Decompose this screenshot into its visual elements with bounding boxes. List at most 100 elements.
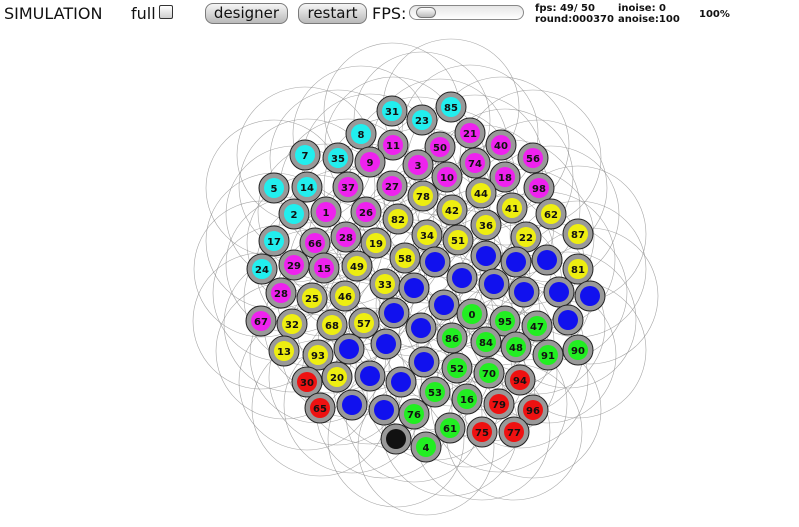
robot-node[interactable]: 17 — [258, 225, 290, 257]
robot-node[interactable]: 2 — [278, 198, 310, 230]
robot-node[interactable]: 77 — [498, 416, 530, 448]
robot-node[interactable]: 75 — [466, 416, 498, 448]
robot-node[interactable]: 18 — [489, 161, 521, 193]
robot-node[interactable] — [470, 240, 502, 272]
robot-node[interactable]: 1 — [310, 196, 342, 228]
robot-node[interactable] — [378, 297, 410, 329]
robot-node[interactable] — [333, 333, 365, 365]
robot-node[interactable] — [428, 289, 460, 321]
robot-node[interactable]: 91 — [532, 339, 564, 371]
robot-node[interactable]: 65 — [304, 392, 336, 424]
robot-node[interactable]: 53 — [419, 376, 451, 408]
robot-node[interactable]: 44 — [465, 177, 497, 209]
robot-node[interactable]: 67 — [245, 305, 277, 337]
robot-node[interactable]: 85 — [435, 91, 467, 123]
robot-node[interactable]: 27 — [376, 170, 408, 202]
robot-node[interactable] — [419, 246, 451, 278]
robot-node[interactable]: 21 — [454, 117, 486, 149]
robot-node[interactable] — [368, 394, 400, 426]
robot-node[interactable]: 86 — [436, 322, 468, 354]
restart-button[interactable]: restart — [298, 3, 367, 24]
robot-node[interactable]: 84 — [470, 326, 502, 358]
robot-node[interactable] — [354, 360, 386, 392]
designer-button[interactable]: designer — [205, 3, 288, 24]
robot-node[interactable]: 49 — [341, 250, 373, 282]
robot-node[interactable]: 24 — [246, 253, 278, 285]
robot-node[interactable]: 96 — [517, 394, 549, 426]
robot-node[interactable]: 3 — [402, 149, 434, 181]
robot-node[interactable]: 78 — [407, 180, 439, 212]
robot-node[interactable] — [531, 244, 563, 276]
robot-node[interactable]: 41 — [496, 192, 528, 224]
robot-node[interactable] — [408, 346, 440, 378]
robot-node[interactable]: 29 — [278, 249, 310, 281]
robot-node[interactable]: 25 — [296, 282, 328, 314]
robot-node[interactable] — [543, 276, 575, 308]
robot-node[interactable] — [336, 389, 368, 421]
robot-node[interactable]: 31 — [376, 95, 408, 127]
robot-node[interactable]: 51 — [442, 224, 474, 256]
robot-node[interactable] — [385, 366, 417, 398]
robot-node[interactable]: 33 — [369, 268, 401, 300]
robot-node[interactable]: 52 — [441, 352, 473, 384]
robot-node[interactable]: 34 — [411, 219, 443, 251]
fps-slider-thumb[interactable] — [416, 7, 437, 18]
robot-node[interactable] — [446, 262, 478, 294]
robot-node[interactable]: 70 — [473, 357, 505, 389]
robot-node[interactable]: 95 — [489, 305, 521, 337]
robot-node[interactable]: 14 — [291, 171, 323, 203]
robot-node[interactable]: 68 — [316, 309, 348, 341]
robot-node[interactable] — [500, 246, 532, 278]
robot-node[interactable] — [552, 304, 584, 336]
robot-node[interactable]: 48 — [500, 331, 532, 363]
robot-node[interactable]: 81 — [562, 253, 594, 285]
robot-node[interactable]: 13 — [268, 335, 300, 367]
robot-node[interactable]: 35 — [322, 142, 354, 174]
robot-node[interactable]: 42 — [436, 194, 468, 226]
robot-node[interactable]: 40 — [485, 129, 517, 161]
robot-node[interactable]: 66 — [299, 227, 331, 259]
robot-node[interactable]: 82 — [382, 203, 414, 235]
robot-node[interactable] — [380, 423, 412, 455]
robot-node[interactable]: 7 — [289, 139, 321, 171]
robot-node[interactable]: 57 — [348, 307, 380, 339]
robot-node[interactable]: 94 — [504, 364, 536, 396]
robot-node[interactable]: 23 — [406, 104, 438, 136]
robot-node[interactable]: 15 — [308, 252, 340, 284]
robot-node[interactable]: 62 — [535, 198, 567, 230]
robot-node[interactable]: 47 — [521, 310, 553, 342]
robot-node[interactable]: 19 — [360, 227, 392, 259]
robot-node[interactable]: 28 — [265, 277, 297, 309]
robot-node[interactable]: 5 — [258, 172, 290, 204]
robot-node[interactable] — [398, 272, 430, 304]
robot-node[interactable]: 11 — [377, 129, 409, 161]
robot-node[interactable]: 28 — [330, 221, 362, 253]
robot-node[interactable]: 30 — [291, 366, 323, 398]
robot-node[interactable] — [508, 276, 540, 308]
robot-node[interactable]: 46 — [329, 280, 361, 312]
robot-node[interactable]: 58 — [389, 242, 421, 274]
robot-node[interactable]: 93 — [302, 339, 334, 371]
robot-node[interactable] — [370, 328, 402, 360]
robot-node[interactable]: 0 — [456, 298, 488, 330]
robot-node[interactable]: 61 — [434, 412, 466, 444]
robot-node[interactable]: 10 — [431, 161, 463, 193]
robot-node[interactable]: 98 — [523, 172, 555, 204]
robot-node[interactable]: 4 — [410, 431, 442, 463]
robot-node[interactable] — [574, 280, 606, 312]
robot-node[interactable]: 26 — [350, 196, 382, 228]
robot-node[interactable] — [405, 312, 437, 344]
robot-node[interactable]: 50 — [424, 131, 456, 163]
robot-node[interactable]: 32 — [276, 308, 308, 340]
robot-node[interactable]: 9 — [354, 146, 386, 178]
robot-node[interactable]: 16 — [451, 383, 483, 415]
robot-node[interactable]: 74 — [459, 147, 491, 179]
robot-node[interactable]: 37 — [332, 171, 364, 203]
fps-slider[interactable] — [409, 5, 524, 20]
robot-node[interactable]: 87 — [562, 218, 594, 250]
robot-node[interactable]: 8 — [345, 118, 377, 150]
robot-node[interactable]: 36 — [470, 209, 502, 241]
robot-node[interactable] — [478, 268, 510, 300]
robot-node[interactable]: 79 — [483, 388, 515, 420]
